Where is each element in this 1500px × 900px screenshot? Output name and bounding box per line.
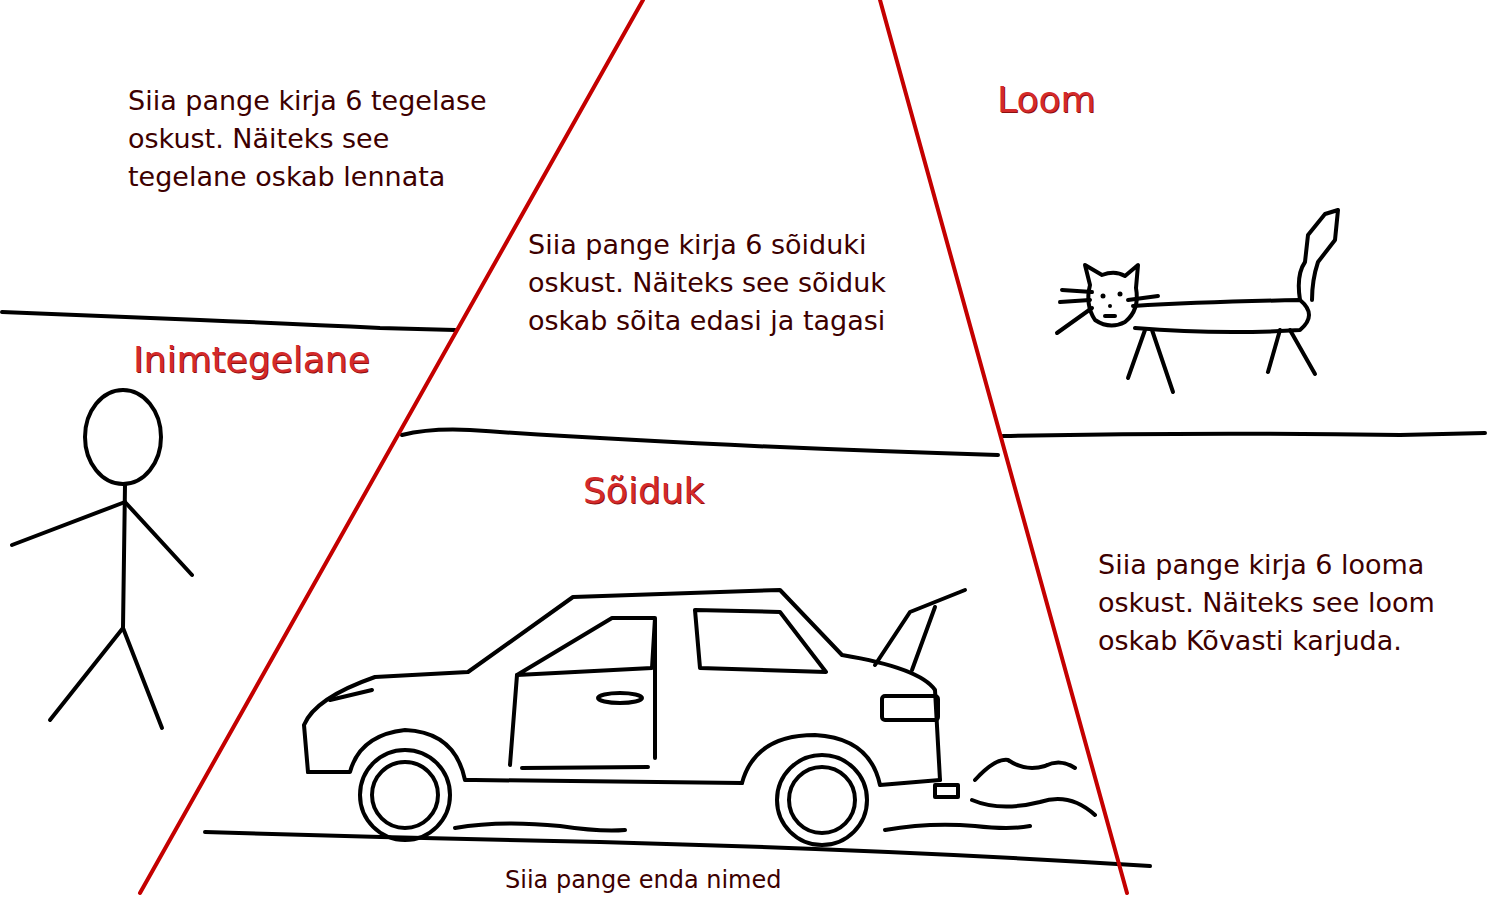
car-wheel — [789, 767, 855, 833]
cat-leg — [1152, 330, 1173, 392]
car-wheel — [372, 762, 438, 828]
name-prompt: Siia pange enda nimed — [505, 866, 782, 894]
divider-line — [880, 0, 1127, 893]
ground-line — [402, 430, 998, 455]
car-window — [695, 610, 826, 672]
car-bumper — [935, 785, 958, 797]
cat-whisker — [1057, 308, 1092, 333]
car-door — [522, 767, 648, 768]
cat-leg — [1128, 330, 1145, 378]
cat-mouth — [1105, 314, 1115, 318]
car-trunk — [912, 607, 935, 670]
wheel-track — [455, 823, 625, 830]
cat-spot — [1108, 304, 1112, 308]
cat-leg — [1290, 330, 1315, 374]
figure-body — [123, 485, 125, 628]
car-bottom — [475, 780, 742, 783]
cat-eye — [1118, 292, 1123, 297]
wheel-track — [885, 825, 1030, 830]
figure-head — [85, 390, 161, 484]
cat-leg — [1268, 330, 1280, 372]
figure-leg — [50, 628, 123, 720]
instruction-text: Siia pange kirja 6 tegelase oskust. Näit… — [128, 82, 488, 196]
exhaust-cloud — [975, 760, 1075, 780]
figure-leg — [123, 628, 162, 728]
car-taillight — [882, 696, 938, 720]
cat-body — [1133, 300, 1309, 332]
heading-label: Sõiduk — [583, 469, 704, 513]
ground-line — [1003, 433, 1485, 436]
car-door — [653, 620, 657, 758]
cat-tail — [1299, 210, 1338, 300]
car-door — [510, 675, 517, 765]
cat-eye — [1101, 294, 1106, 299]
car-arch — [308, 730, 475, 780]
heading-label: Inimtegelane — [133, 338, 370, 382]
cat-head — [1085, 265, 1138, 326]
cat-whisker — [1060, 300, 1090, 302]
figure-arm — [12, 502, 125, 545]
figure-arm — [125, 502, 192, 575]
heading-label: Loom — [997, 78, 1096, 122]
cat-whisker — [1128, 296, 1158, 300]
car-window — [517, 618, 655, 675]
car-wheel — [360, 750, 450, 840]
ground-line — [2, 312, 455, 330]
car-wheel — [777, 755, 867, 845]
car-handle — [598, 693, 642, 703]
instruction-text: Siia pange kirja 6 sõiduki oskust. Näite… — [528, 226, 948, 340]
exhaust-cloud — [972, 799, 1095, 815]
car-headlight — [330, 690, 372, 700]
cat-whisker — [1062, 290, 1092, 292]
ground-line — [205, 832, 1150, 866]
instruction-text: Siia pange kirja 6 looma oskust. Näiteks… — [1098, 546, 1490, 660]
